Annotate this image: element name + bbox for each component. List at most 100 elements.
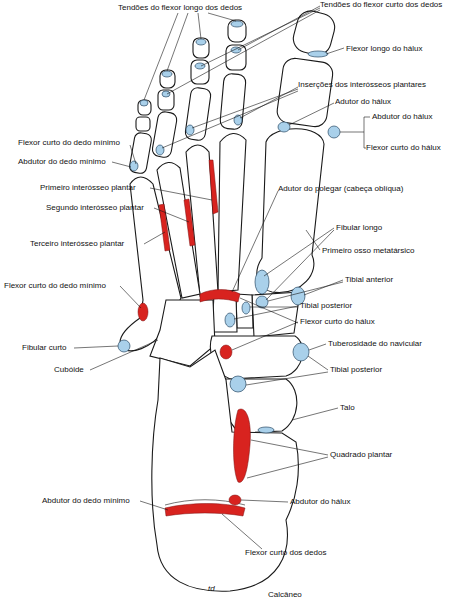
- part-label: Cubóide: [54, 365, 84, 374]
- part-label: Adutor do polegar (cabeça oblíqua): [278, 184, 403, 193]
- leader-line: [90, 340, 158, 370]
- tendon-insertion: [130, 161, 138, 171]
- muscle-origin: [209, 160, 218, 214]
- proximal-phalanx: [129, 132, 153, 174]
- leader-line: [241, 500, 288, 502]
- leader-line: [198, 13, 201, 39]
- middle-phalanx: [158, 90, 174, 110]
- muscle-origin: [234, 409, 251, 482]
- tendon-insertion: [278, 122, 290, 132]
- tendon-insertion: [293, 343, 309, 361]
- muscle-origin: [184, 199, 195, 246]
- part-label: Tibial anterior: [345, 275, 393, 284]
- tendon-insertion: [308, 51, 328, 57]
- tendon-insertion: [230, 376, 246, 392]
- distal-phalanx: [138, 100, 151, 115]
- muscle-origin: [138, 303, 148, 321]
- tendon-insertion: [186, 125, 194, 135]
- part-label: Flexor longo do hálux: [346, 44, 423, 53]
- leader-line: [140, 501, 168, 510]
- part-label: Terceiro interósseo plantar: [30, 239, 124, 248]
- tendon-insertion: [195, 63, 205, 69]
- part-label: Segundo interósseo plantar: [46, 203, 144, 212]
- leader-line: [150, 188, 212, 200]
- leader-line: [251, 440, 328, 455]
- tendon-insertion: [162, 91, 170, 97]
- tendon-insertion: [196, 39, 206, 45]
- metatarsal-bone: [218, 133, 246, 292]
- tendon-insertion: [256, 296, 268, 308]
- leader-line: [340, 132, 364, 133]
- leader-line: [268, 282, 343, 301]
- leader-line: [192, 89, 298, 128]
- leader-line: [74, 346, 118, 348]
- tendon-insertion: [140, 100, 148, 106]
- muscle-origin: [165, 504, 245, 517]
- leader-line: [326, 48, 344, 54]
- proximal-phalanx: [220, 73, 247, 130]
- part-label: Abdutor do hálux: [372, 112, 433, 121]
- leader-line: [289, 103, 334, 125]
- proximal-phalanx: [276, 57, 335, 128]
- leader-line: [144, 232, 165, 244]
- muscle-origin: [200, 290, 240, 303]
- metatarsal-bone: [257, 129, 324, 293]
- part-label: Fibular longo: [336, 223, 382, 232]
- tendon-insertion: [234, 115, 242, 125]
- leader-line: [144, 13, 178, 100]
- tendon-insertion: [231, 47, 241, 53]
- leader-line: [112, 162, 131, 167]
- leader-line: [167, 13, 188, 71]
- leader-line: [234, 306, 298, 319]
- part-label: Flexor curto do dedo mínimo: [4, 281, 106, 290]
- tendon-insertion: [242, 302, 250, 314]
- leader-line: [154, 208, 189, 222]
- tendon-insertion: [258, 427, 274, 433]
- leader-line: [266, 230, 334, 300]
- tendon-insertion: [162, 71, 172, 77]
- leader-line: [232, 191, 278, 292]
- artist-signature: td: [208, 584, 215, 593]
- muscle-origins: [138, 160, 250, 516]
- part-label: Abdutor do hálux: [290, 497, 351, 506]
- leader-line: [292, 408, 338, 420]
- leader-line: [246, 372, 328, 385]
- part-label: Abdutor do dedo mínimo: [42, 496, 130, 505]
- part-label: Inserções dos interósseos plantares: [298, 80, 426, 89]
- part-label: Tuberosidade do navicular: [328, 339, 422, 348]
- middle-phalanx: [136, 117, 150, 131]
- part-label: Primeiro osso metatársico: [322, 246, 414, 255]
- leader-line: [304, 280, 343, 295]
- part-label: Tendões do flexor curto dos dedos: [320, 0, 442, 9]
- part-label: Tibial posterior: [330, 365, 382, 374]
- leader-line: [208, 13, 236, 21]
- tendon-insertion: [225, 313, 235, 327]
- tendon-insertion: [156, 145, 164, 155]
- leader-line: [240, 298, 298, 323]
- muscle-origin: [220, 345, 232, 359]
- distal-phalanx: [160, 70, 175, 88]
- leader-line: [120, 286, 141, 308]
- part-label: Flexor curto do hálux: [366, 143, 441, 152]
- leader-line: [167, 10, 320, 94]
- muscle-origin: [229, 495, 241, 505]
- part-label: Talo: [340, 403, 355, 412]
- leader-line: [250, 307, 298, 308]
- part-label: Tibial posterior: [300, 301, 352, 310]
- part-label: Primeiro interósseo plantar: [40, 183, 136, 192]
- leader-line: [201, 8, 320, 66]
- tendon-insertion: [231, 21, 243, 27]
- part-label: Abdutor do dedo mínimo: [18, 157, 106, 166]
- part-label: Adutor do hálux: [335, 97, 391, 106]
- distal-phalanx: [228, 20, 246, 42]
- part-label: Tendões do flexor longo dos dedos: [118, 3, 242, 12]
- distal-phalanx: [193, 38, 209, 58]
- leader-line: [232, 322, 298, 350]
- leader-line: [162, 91, 298, 148]
- leader-line: [240, 87, 298, 118]
- part-label: Flexor curto dos dedos: [245, 548, 326, 557]
- part-label: Fibular curto: [22, 343, 66, 352]
- muscle-origin: [159, 204, 170, 251]
- tendon-insertion: [255, 270, 269, 294]
